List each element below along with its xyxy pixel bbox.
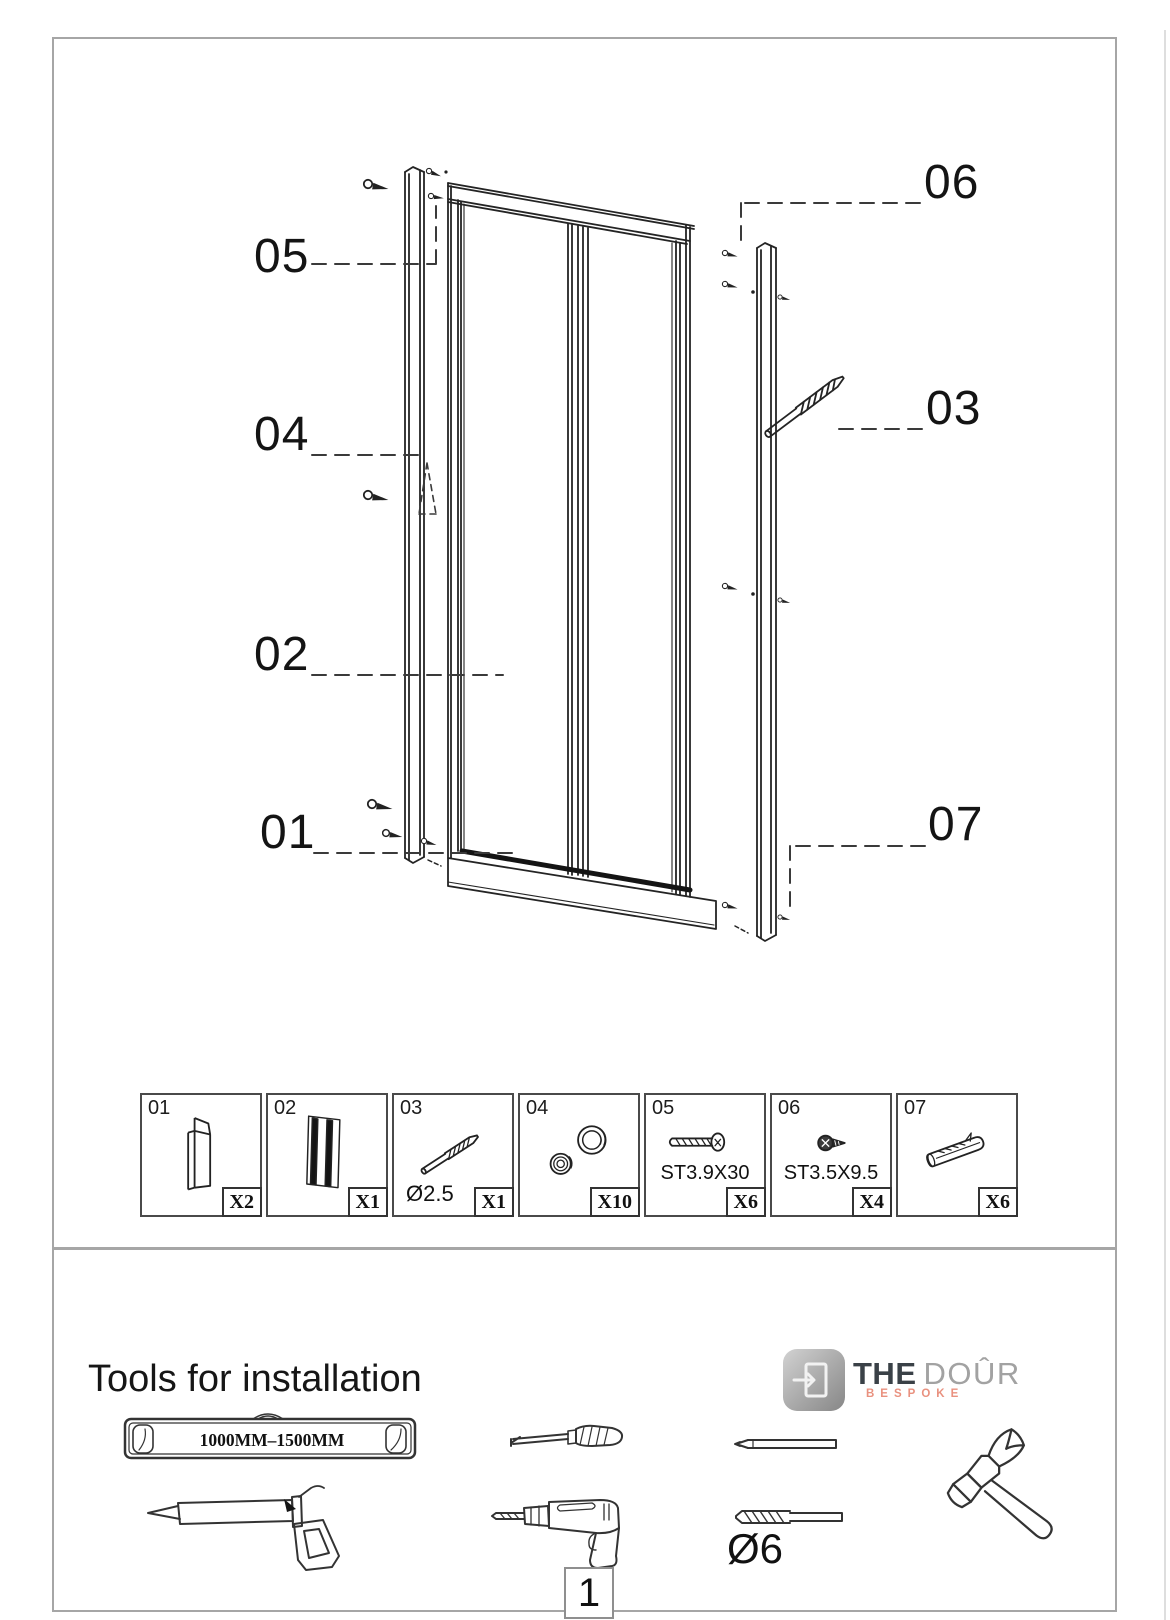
seal-frame-icon: [306, 1115, 341, 1189]
part-id: 02: [274, 1097, 297, 1119]
logo-tagline: BESPOKE: [866, 1388, 965, 1400]
part-box-07: 07 X6: [896, 1093, 1018, 1217]
part-id: 01: [148, 1097, 171, 1119]
page-edge-shadow: [1164, 30, 1166, 1620]
page-number: 1: [564, 1567, 614, 1619]
part-qty-badge: X6: [977, 1187, 1018, 1217]
wall-plug-icon: [926, 1132, 985, 1168]
part-id: 05: [652, 1097, 675, 1119]
part-spec: ST3.9X30: [660, 1162, 750, 1184]
part-id: 04: [526, 1097, 549, 1119]
drill-bit-icon: [420, 1134, 479, 1175]
brand-logo-icon: [783, 1349, 845, 1411]
logo-word-dour: DOÛR: [923, 1356, 1021, 1391]
part-box-04: 04 X10: [518, 1093, 640, 1217]
tools-heading: Tools for installation: [88, 1358, 422, 1400]
logo-word-the: THE: [853, 1356, 917, 1391]
part-qty-badge: X2: [221, 1187, 262, 1217]
part-qty-badge: X1: [473, 1187, 514, 1217]
part-box-01: 01 X2: [140, 1093, 262, 1217]
part-spec: Ø2.5: [406, 1181, 454, 1206]
wall-profile-icon: [187, 1117, 212, 1191]
part-qty-badge: X4: [851, 1187, 892, 1217]
part-id: 03: [400, 1097, 423, 1119]
part-qty-badge: X1: [347, 1187, 388, 1217]
section-divider: [52, 1247, 1117, 1250]
part-spec: ST3.5X9.5: [783, 1162, 879, 1184]
part-qty-badge: X6: [725, 1187, 766, 1217]
part-box-02: 02 X1: [266, 1093, 388, 1217]
part-box-03: 03 Ø2.5 X1: [392, 1093, 514, 1217]
part-qty-badge: X10: [589, 1187, 640, 1217]
part-id: 06: [778, 1097, 801, 1119]
part-box-05: 05 ST3.9X30 X6: [644, 1093, 766, 1217]
part-id: 07: [904, 1097, 927, 1119]
long-screw-icon: [668, 1132, 726, 1152]
small-screw-icon: [817, 1134, 846, 1152]
rollers-icon: [549, 1125, 607, 1176]
part-box-06: 06 ST3.5X9.5 X4: [770, 1093, 892, 1217]
parts-list: 01 X2 02 X1 03: [140, 1093, 1018, 1217]
